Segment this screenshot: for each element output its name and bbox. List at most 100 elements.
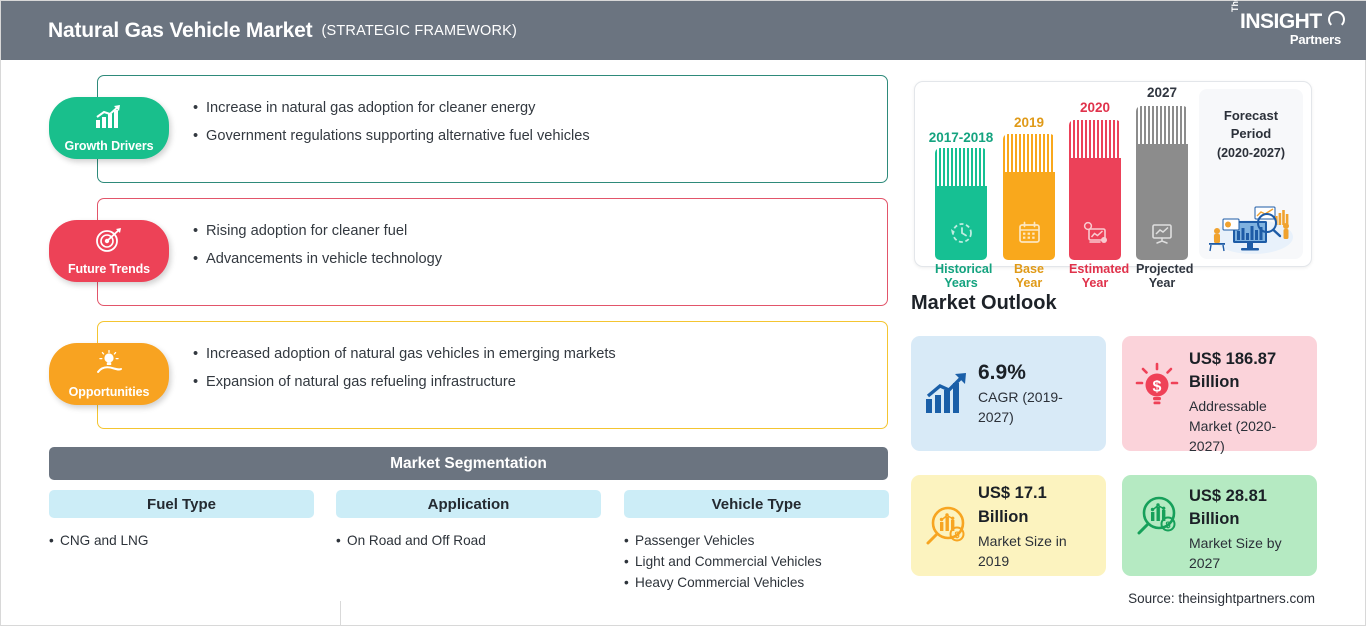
forecast-timeline-panel: 2017-2018 Historical Years 2019 [914,81,1312,290]
logo-insight-text: INSIGHT [1240,10,1322,33]
segment-items: On Road and Off Road [336,530,601,551]
bullet-item: Expansion of natural gas refueling infra… [193,368,863,396]
bar-caption-line2: Year [1081,276,1109,290]
segment-pill[interactable]: Vehicle Type [624,490,889,518]
bar-caption-line2: Year [1015,276,1043,290]
bullet-item: Advancements in vehicle technology [193,245,863,273]
outlook-card-market-size-2019[interactable]: $ US$ 17.1 Billion Market Size in 2019 [911,475,1106,576]
presentation-chart-icon [1152,224,1172,244]
bar-caption-line1: Historical [935,262,993,276]
target-dart-icon [96,228,121,252]
outlook-card-addressable-market[interactable]: $ US$ 186.87 Billion Addressable Market … [1122,336,1317,454]
segmentation-column-vehicle-type: Vehicle Type Passenger Vehicles Light an… [624,490,889,593]
market-outlook-title: Market Outlook [911,292,1057,314]
logo-the-text: The [1230,0,1240,12]
forecast-period-years: (2020-2027) [1216,146,1286,160]
logo-partners-text: Partners [1289,32,1341,47]
segment-items: CNG and LNG [49,530,314,551]
bar-year-label: 2020 [1079,100,1111,115]
outlook-card-value: US$ 186.87 Billion [1189,350,1277,391]
segment-title: Vehicle Type [711,495,802,513]
data-analysis-illustration [1209,206,1293,254]
forecast-period-title: Forecast Period [1199,107,1303,143]
segmentation-column-fuel-type: Fuel Type CNG and LNG [49,490,314,551]
outlook-card-text: US$ 186.87 Billion Addressable Market (2… [1189,348,1309,456]
future-trends-bullets: Rising adoption for cleaner fuel Advance… [193,217,863,273]
outlook-card-label: CAGR (2019-2027) [978,388,1063,425]
bar-stripe-cap [1136,106,1188,144]
bullet-item: Increase in natural gas adoption for cle… [193,94,863,122]
badge-label: Future Trends [67,262,151,276]
svg-text:$: $ [954,530,959,540]
bar-year-label: 2019 [1013,115,1045,130]
outlook-card-label: Market Size by 2027 [1189,535,1282,571]
bar-caption-line1: Base [1013,262,1045,276]
bar-body [1069,158,1121,260]
analytics-gear-icon [1083,221,1107,243]
segment-pill[interactable]: Application [336,490,601,518]
clock-history-icon [951,223,972,243]
bar-year-label: 2017-2018 [928,130,994,145]
bar-caption-line2: Years [944,276,978,290]
insight-partners-logo: The INSIGHT Partners [1227,0,1347,53]
outlook-card-value: 6.9% [978,360,1026,384]
outlook-card-label: Addressable Market (2020-2027) [1189,398,1277,454]
outlook-card-text: US$ 28.81 Billion Market Size by 2027 [1189,485,1309,573]
bar-caption-line1: Projected [1136,262,1194,276]
bullet-item: Government regulations supporting altern… [193,122,863,150]
strategy-box-growth-drivers: Increase in natural gas adoption for cle… [97,75,888,183]
bar-stripe-cap [935,148,987,186]
forecast-title-line2: Period [1230,126,1272,141]
list-item: CNG and LNG [49,530,314,551]
bar-chart-arrow-icon [926,372,966,413]
bar-caption-line1: Estimated [1069,262,1130,276]
bullet-item: Increased adoption of natural gas vehicl… [193,340,863,368]
bar-caption-line2: Year [1148,276,1176,290]
forecast-period-box: Forecast Period (2020-2027) [1199,89,1303,259]
lightbulb-hand-icon [97,350,122,373]
page-header: Natural Gas Vehicle Market (STRATEGIC FR… [1,0,1366,60]
outlook-card-cagr[interactable]: 6.9% CAGR (2019-2027) [911,336,1106,451]
outlook-card-text: 6.9% CAGR (2019-2027) [978,361,1098,427]
outlook-card-text: US$ 17.1 Billion Market Size in 2019 [978,481,1098,571]
svg-text:$: $ [1165,520,1170,530]
segmentation-column-application: Application On Road and Off Road [336,490,601,551]
list-item: Light and Commercial Vehicles [624,551,889,572]
page-subtitle: (STRATEGIC FRAMEWORK) [321,22,518,39]
segment-title: Application [427,495,510,513]
segment-title: Fuel Type [147,495,216,513]
magnifier-chart-dollar-icon: $ [1137,496,1176,535]
list-item: Heavy Commercial Vehicles [624,572,889,593]
badge-opportunities[interactable]: Opportunities [49,343,169,405]
bar-year-label: 2027 [1146,85,1178,100]
lightbulb-dollar-icon: $ [1135,362,1179,405]
vertical-divider [340,601,341,626]
badge-future-trends[interactable]: Future Trends [49,220,169,282]
bar-chart-growth-icon [96,105,120,128]
outlook-card-value: US$ 28.81 Billion [1189,487,1267,528]
list-item: On Road and Off Road [336,530,601,551]
market-segmentation-header: Market Segmentation [49,447,888,480]
opportunities-bullets: Increased adoption of natural gas vehicl… [193,340,863,396]
market-segmentation-title: Market Segmentation [390,454,547,472]
strategy-box-future-trends: Rising adoption for cleaner fuel Advance… [97,198,888,306]
bar-stripe-cap [1069,120,1121,158]
bar-body [1003,172,1055,260]
magnifier-chart-dollar-icon: $ [926,506,965,544]
badge-growth-drivers[interactable]: Growth Drivers [49,97,169,159]
bar-body [935,186,987,260]
badge-label: Opportunities [68,385,150,399]
bar-stripe-cap [1003,134,1055,172]
page-title: Natural Gas Vehicle Market [48,18,313,42]
logo-ring-icon [1328,11,1345,28]
list-item: Passenger Vehicles [624,530,889,551]
badge-label: Growth Drivers [64,139,154,153]
outlook-card-market-size-2027[interactable]: $ US$ 28.81 Billion Market Size by 2027 [1122,475,1317,576]
segment-pill[interactable]: Fuel Type [49,490,314,518]
source-attribution: Source: theinsightpartners.com [1128,591,1315,606]
growth-drivers-bullets: Increase in natural gas adoption for cle… [193,94,863,150]
outlook-card-label: Market Size in 2019 [978,532,1067,569]
segment-items: Passenger Vehicles Light and Commercial … [624,530,889,593]
svg-text:$: $ [1153,379,1162,396]
